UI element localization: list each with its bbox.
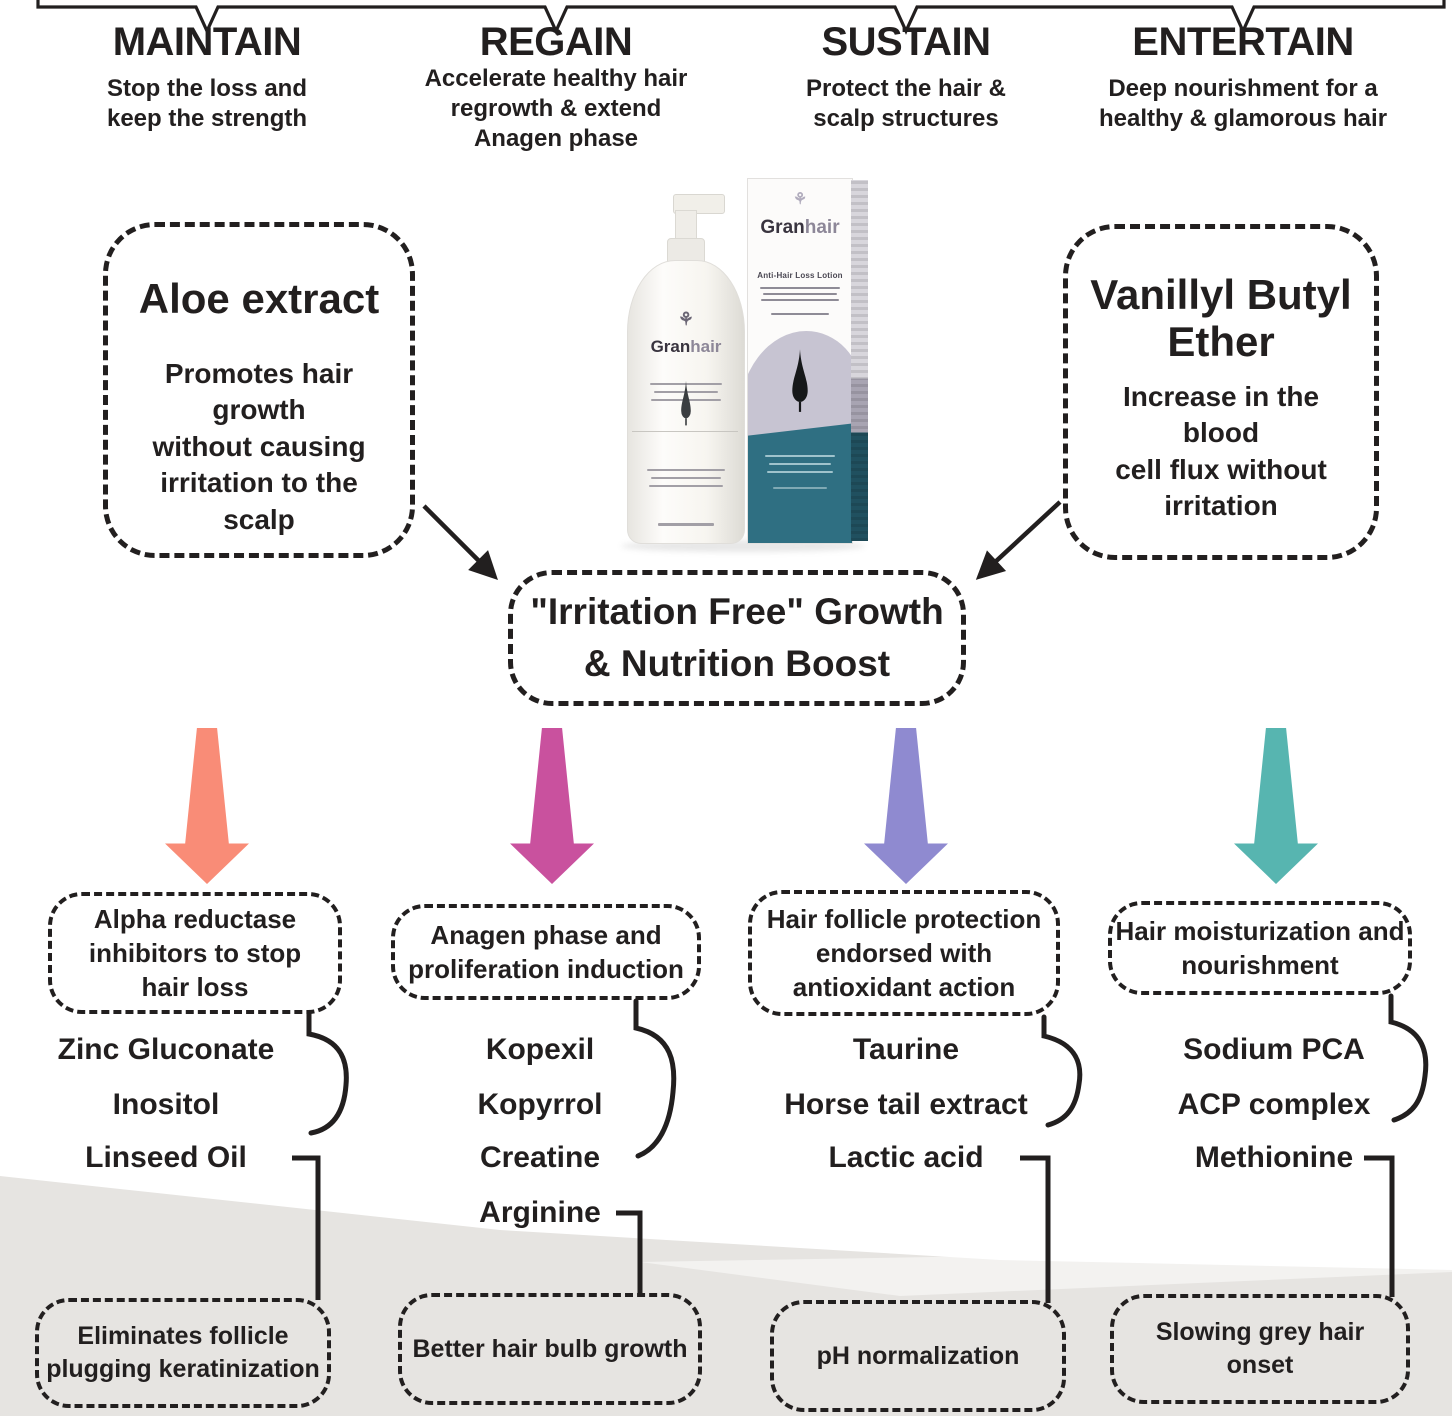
bottle-brand-prefix: Gran <box>650 337 691 356</box>
ingredient-arginine: Arginine <box>479 1196 601 1229</box>
brace-connector-entertain <box>1388 993 1429 1123</box>
carton-teal-line <box>769 463 831 465</box>
pillar-title-regain: REGAIN <box>479 20 633 64</box>
aloe-extract-body: Promotes hair growth without causing irr… <box>152 358 366 535</box>
irritation-free-box: "Irritation Free" Growth & Nutrition Boo… <box>508 570 966 706</box>
outcome-connector-maintain <box>292 1155 321 1300</box>
pillar-title-maintain: MAINTAIN <box>112 20 302 64</box>
bottle-flower-mark: ⚘ <box>677 309 695 329</box>
ingredient-methionine: Methionine <box>1194 1141 1354 1174</box>
ingredient-acp-complex: ACP complex <box>1177 1088 1371 1121</box>
arrow-vanillyl-to-center <box>975 500 1062 580</box>
bottle-label-line <box>651 477 721 479</box>
mechanism-box-entertain: Hair moisturization and nourishment <box>1108 901 1412 995</box>
carton-teal-line <box>773 487 827 489</box>
bottle-brand: Granhair <box>628 337 744 357</box>
carton-brand: Granhair <box>748 217 852 239</box>
outcome-box-maintain: Eliminates follicle plugging keratinizat… <box>35 1298 331 1408</box>
bottle-follicle-illustration <box>681 380 691 426</box>
carton-brand-suffix: hair <box>804 217 840 238</box>
ingredient-inositol: Inositol <box>112 1088 220 1121</box>
mechanism-box-regain: Anagen phase and proliferation induction <box>391 904 701 1000</box>
carton-brand-prefix: Gran <box>760 217 805 238</box>
mechanism-box-maintain: Alpha reductase inhibitors to stop hair … <box>48 892 342 1014</box>
aloe-extract-box: Aloe extract Promotes hair growth withou… <box>103 222 415 558</box>
ingredient-kopexil: Kopexil <box>485 1033 595 1066</box>
carton-flower-mark: ⚘ <box>792 191 808 208</box>
ingredient-lactic-acid: Lactic acid <box>828 1141 984 1174</box>
spray-nozzle <box>673 194 725 214</box>
outcome-box-entertain: Slowing grey hair onset <box>1110 1294 1410 1404</box>
ingredient-linseed-oil: Linseed Oil <box>85 1141 247 1174</box>
pillar-title-sustain: SUSTAIN <box>821 20 991 64</box>
ingredient-horse-tail-extract: Horse tail extract <box>784 1088 1028 1121</box>
arrow-aloe-to-center <box>422 504 498 580</box>
bottle-label-divider <box>632 431 738 432</box>
bottle-brand-suffix: hair <box>690 337 722 356</box>
pillar-subtitle-sustain: Protect the hair & scalp structures <box>805 75 1007 132</box>
outcome-connector-entertain <box>1364 1155 1395 1297</box>
bottle-label-line <box>647 469 725 471</box>
carton-product-label: Anti-Hair Loss Lotion <box>757 271 843 280</box>
carton-label-line <box>761 299 839 301</box>
carton-follicle-illustration <box>792 349 808 412</box>
bottle-body: ⚘ Granhair <box>627 260 745 544</box>
outcome-connector-sustain <box>1020 1155 1051 1303</box>
top-bracket-line <box>36 0 1446 35</box>
brace-connector-sustain <box>1041 1014 1083 1128</box>
carton-teal-line <box>767 471 833 473</box>
ingredient-kopyrrol: Kopyrrol <box>477 1088 603 1121</box>
carton-label-line <box>771 313 829 315</box>
vanillyl-butyl-ether-body: Increase in the blood cell flux without … <box>1115 381 1327 522</box>
aloe-extract-title: Aloe extract <box>138 275 380 322</box>
outcome-box-sustain: pH normalization <box>770 1300 1066 1412</box>
carton-front: ⚘ Granhair Anti-Hair Loss Lotion <box>747 178 853 544</box>
product-photo: ⚘ Granhair ⚘ Granhair Anti-Hair Loss Lot… <box>615 172 877 554</box>
carton-teal-panel <box>748 423 852 543</box>
pillar-subtitle-entertain: Deep nourishment for a healthy & glamoro… <box>1098 75 1388 132</box>
bottle-volume-line <box>658 523 714 526</box>
outcome-connector-regain <box>616 1210 643 1296</box>
bottle-label-line <box>649 485 723 487</box>
pillar-subtitle-maintain: Stop the loss and keep the strength <box>106 75 308 132</box>
brace-connector-maintain <box>306 1010 349 1136</box>
ingredient-creatine: Creatine <box>479 1141 601 1174</box>
ingredient-taurine: Taurine <box>852 1033 960 1066</box>
carton-label-line <box>760 287 840 289</box>
brace-connector-regain <box>633 998 677 1159</box>
vanillyl-butyl-ether-box: Vanillyl Butyl Ether Increase in the blo… <box>1063 224 1379 560</box>
carton-side <box>851 180 868 541</box>
ingredient-sodium-pca: Sodium PCA <box>1183 1033 1365 1066</box>
outcome-box-regain: Better hair bulb growth <box>398 1293 702 1405</box>
mechanism-box-sustain: Hair follicle protection endorsed with a… <box>748 890 1060 1016</box>
ingredient-zinc-gluconate: Zinc Gluconate <box>57 1033 275 1066</box>
carton-label-line <box>763 293 837 295</box>
pillar-subtitle-regain: Accelerate healthy hair regrowth & exten… <box>424 65 688 152</box>
carton-teal-line <box>765 455 835 457</box>
vanillyl-butyl-ether-title: Vanillyl Butyl Ether <box>1090 271 1352 366</box>
pillar-title-entertain: ENTERTAIN <box>1132 20 1354 64</box>
